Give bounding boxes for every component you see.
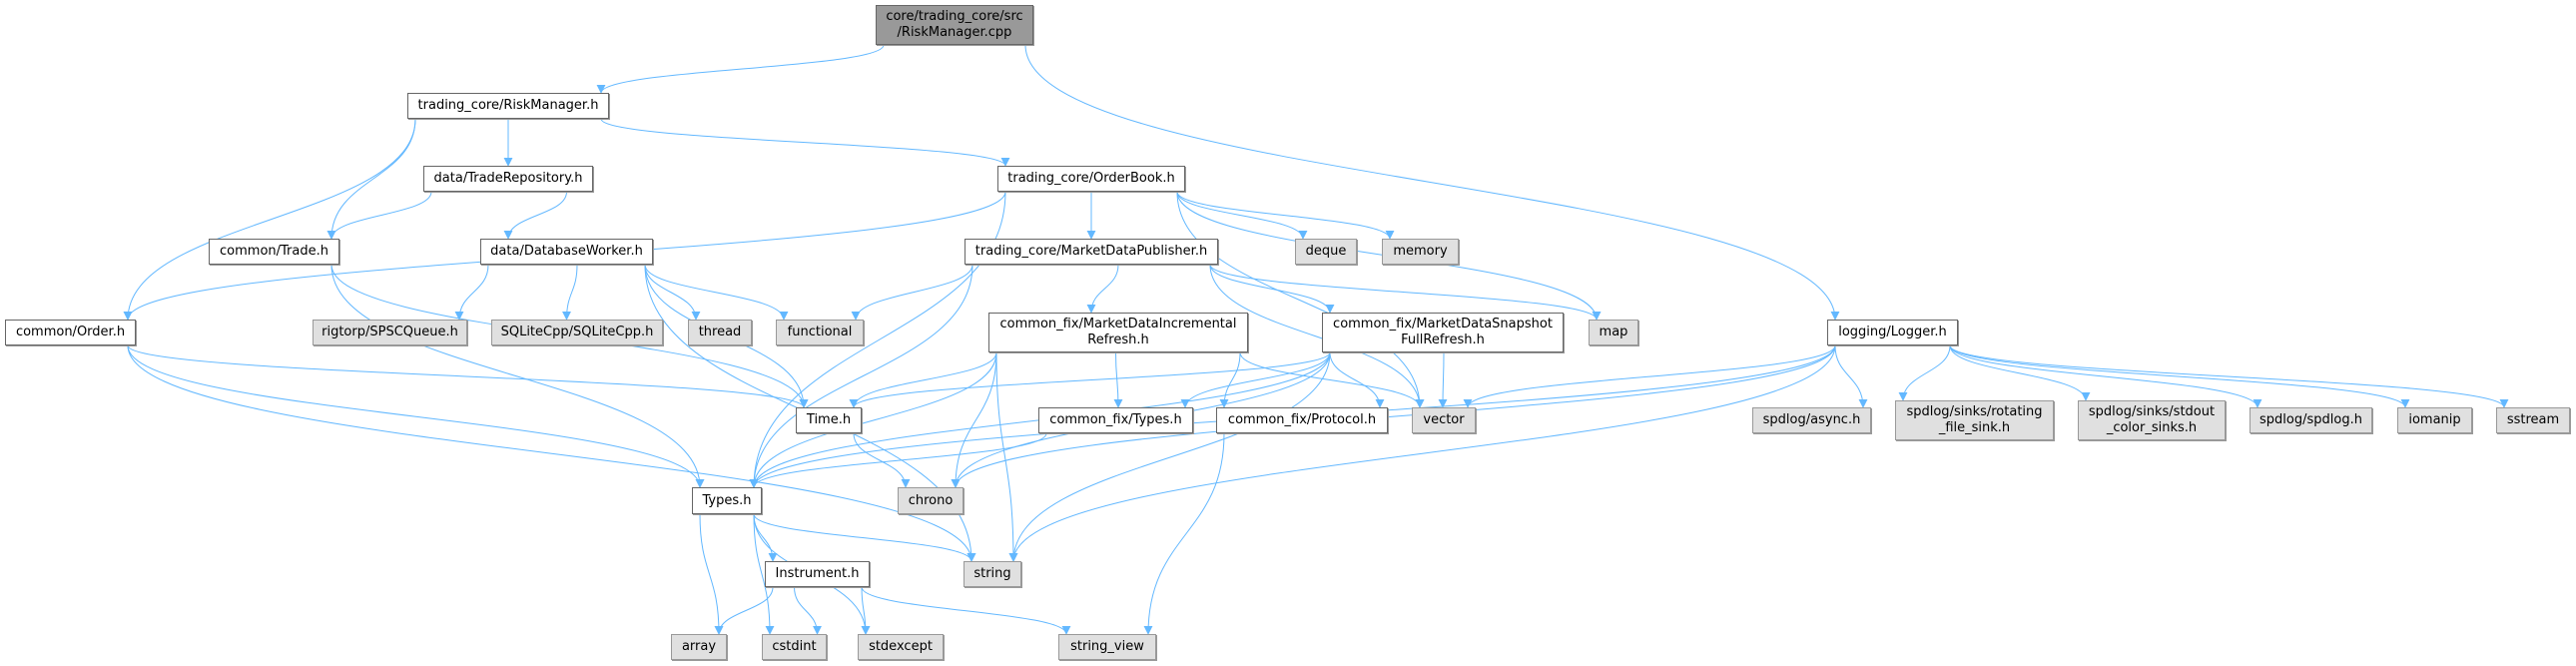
node-deque: deque <box>1295 239 1357 265</box>
node-root[interactable]: core/trading_core/src /RiskManager.cpp <box>876 5 1033 45</box>
edge-mdinc-to-vector <box>1239 351 1425 408</box>
node-rigtorp: rigtorp/SPSCQueue.h <box>313 320 467 345</box>
node-types[interactable]: Types.h <box>692 487 762 514</box>
edge-dbworker-to-sqlite <box>562 264 578 321</box>
edge-instrument-to-cstdint <box>794 586 822 635</box>
node-cstdint: cstdint <box>762 634 827 660</box>
edge-mdpub-to-mdsnap <box>1209 264 1335 314</box>
node-thread: thread <box>688 320 752 345</box>
node-order[interactable]: common/Order.h <box>5 320 136 345</box>
edge-orderbook-to-deque <box>1176 191 1308 240</box>
node-chrono: chrono <box>898 487 964 514</box>
edge-mdsnap-to-protocol <box>1329 351 1385 408</box>
edge-logger-to-iomanip <box>1949 344 2410 408</box>
edge-riskmgr-to-orderbook <box>600 118 1010 167</box>
node-map: map <box>1589 320 1638 345</box>
node-mdsnap[interactable]: common_fix/MarketDataSnapshot FullRefres… <box>1322 313 1564 352</box>
node-rotating: spdlog/sinks/rotating _file_sink.h <box>1895 400 2054 440</box>
node-trade[interactable]: common/Trade.h <box>209 239 339 265</box>
node-stdout: spdlog/sinks/stdout _color_sinks.h <box>2078 400 2226 440</box>
edge-mdsnap-to-fixtypes <box>1180 351 1331 408</box>
edge-mdinc-to-chrono <box>951 351 997 488</box>
node-string-view: string_view <box>1058 634 1156 660</box>
edge-mdpub-to-map <box>1209 264 1602 321</box>
edge-trade-to-types <box>330 264 705 488</box>
node-orderbook[interactable]: trading_core/OrderBook.h <box>997 166 1185 192</box>
edge-types-to-cstdint <box>753 513 775 635</box>
edge-logger-to-sstream <box>1949 344 2509 408</box>
edge-dbworker-to-functional <box>644 264 789 321</box>
edge-dbworker-to-rigtorp <box>454 264 489 321</box>
edge-mdsnap-to-time <box>849 351 1331 408</box>
edge-orderbook-to-memory <box>1176 191 1395 240</box>
edge-mdpub-to-types <box>749 264 973 488</box>
node-string: string <box>964 561 1021 587</box>
edge-orderbook-to-vector <box>1176 191 1425 408</box>
edge-logger-to-spdlog <box>1949 344 2262 408</box>
edge-types-to-string <box>753 513 976 562</box>
edge-mdinc-to-string <box>995 351 1018 562</box>
node-spdlog: spdlog/spdlog.h <box>2250 407 2372 433</box>
edge-mdinc-to-protocol <box>1219 351 1241 408</box>
edge-root-to-logger <box>1024 44 1840 321</box>
edge-types-to-array <box>699 513 724 635</box>
node-sqlite: SQLiteCpp/SQLiteCpp.h <box>491 320 663 345</box>
edge-fixtypes-to-types <box>749 432 1047 488</box>
node-iomanip: iomanip <box>2397 407 2472 433</box>
node-async: spdlog/async.h <box>1752 407 1871 433</box>
node-protocol[interactable]: common_fix/Protocol.h <box>1216 407 1388 433</box>
node-memory: memory <box>1382 239 1459 265</box>
edge-protocol-to-string_view <box>1143 432 1225 635</box>
edge-logger-to-string <box>1008 344 1836 562</box>
edge-order-to-string <box>127 344 976 562</box>
edge-mdpub-to-functional <box>851 264 973 321</box>
node-stdexcept: stdexcept <box>858 634 944 660</box>
edge-logger-to-rotating <box>1898 344 1951 401</box>
node-functional: functional <box>776 320 864 345</box>
edge-logger-to-chrono <box>951 344 1836 488</box>
node-fixtypes[interactable]: common_fix/Types.h <box>1038 407 1193 433</box>
node-logger[interactable]: logging/Logger.h <box>1827 320 1958 345</box>
node-traderepo[interactable]: data/TradeRepository.h <box>423 166 593 192</box>
edge-traderepo-to-trade <box>326 191 432 240</box>
node-array: array <box>671 634 727 660</box>
edge-instrument-to-stdexcept <box>861 586 871 635</box>
node-mdinc[interactable]: common_fix/MarketDataIncremental Refresh… <box>988 313 1248 352</box>
node-dbworker[interactable]: data/DatabaseWorker.h <box>480 239 653 265</box>
edge-mdinc-to-time <box>849 351 997 408</box>
edge-mdinc-to-types <box>749 351 997 488</box>
edge-dbworker-to-thread <box>644 264 701 321</box>
edge-logger-to-vector <box>1463 344 1836 408</box>
edge-traderepo-to-dbworker <box>503 191 567 240</box>
node-time[interactable]: Time.h <box>796 407 862 433</box>
node-mdpub[interactable]: trading_core/MarketDataPublisher.h <box>965 239 1218 265</box>
node-riskmgr[interactable]: trading_core/RiskManager.h <box>407 93 609 119</box>
edge-mdsnap-to-vector <box>1438 351 1448 408</box>
node-sstream: sstream <box>2496 407 2570 433</box>
edge-mdsnap-to-string <box>1008 351 1331 562</box>
edge-order-to-types <box>127 344 705 488</box>
edge-time-to-chrono <box>853 432 911 488</box>
edge-logger-to-async <box>1834 344 1868 408</box>
edge-riskmgr-to-order <box>123 118 416 321</box>
edge-logger-to-stdout <box>1949 344 2091 401</box>
edge-mdpub-to-vector <box>1209 264 1425 408</box>
edge-riskmgr-to-trade <box>326 118 416 240</box>
edge-instrument-to-string_view <box>861 586 1071 635</box>
edge-order-to-time <box>127 344 809 408</box>
edge-mdpub-to-mdinc <box>1086 264 1119 314</box>
node-vector: vector <box>1412 407 1476 433</box>
edge-root-to-riskmgr <box>596 44 885 94</box>
edge-mdinc-to-fixtypes <box>1113 351 1123 408</box>
node-instrument[interactable]: Instrument.h <box>765 561 870 587</box>
edge-instrument-to-array <box>714 586 774 635</box>
